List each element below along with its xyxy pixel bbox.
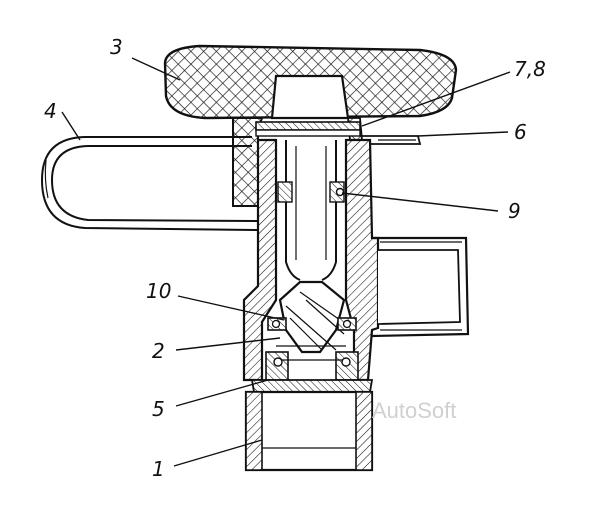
callout-6: 6	[514, 120, 527, 144]
valve-plug	[267, 280, 357, 354]
callout-7-8: 7,8	[514, 57, 546, 81]
leader-7-8	[361, 71, 511, 127]
handwheel	[163, 44, 458, 207]
gasket-washers	[255, 121, 361, 137]
mounting-bracket	[40, 135, 422, 231]
spring-insert	[265, 345, 359, 381]
inlet-fitting	[244, 379, 374, 472]
leader-10	[177, 295, 285, 321]
valve-stem	[277, 140, 345, 281]
leader-9	[341, 192, 499, 212]
leader-4	[61, 111, 81, 141]
callout-10: 10	[146, 279, 171, 303]
leader-2	[175, 337, 281, 351]
callout-5: 5	[152, 397, 165, 421]
callout-4: 4	[44, 99, 57, 123]
leader-5	[175, 379, 269, 407]
leader-6	[417, 131, 509, 137]
watermark-text: AutoSoft	[372, 398, 456, 423]
leader-1	[173, 439, 263, 467]
callout-1: 1	[152, 457, 165, 481]
callout-9: 9	[508, 199, 521, 223]
callout-2: 2	[152, 339, 165, 363]
leader-3	[131, 57, 181, 81]
callout-3: 3	[110, 35, 123, 59]
outlet-nozzle	[371, 236, 470, 338]
callout-labels: 3 4 7,8 6 9 10 2 5 1	[44, 35, 546, 481]
leader-lines	[61, 57, 511, 467]
